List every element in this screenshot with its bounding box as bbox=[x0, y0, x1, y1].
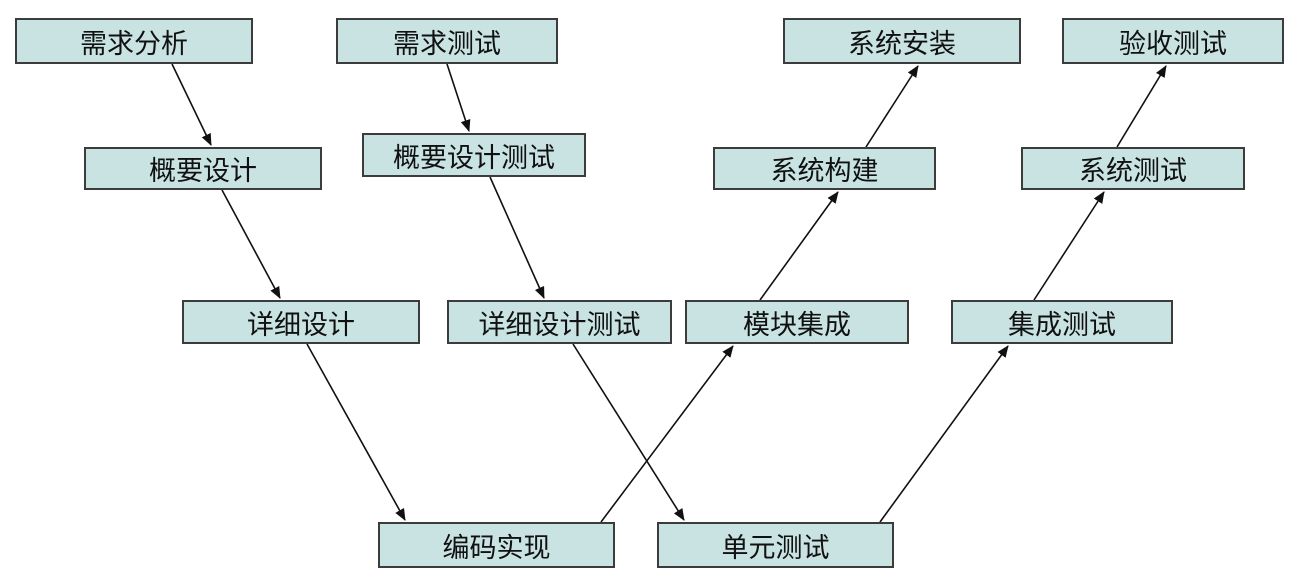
arrow-overview-test-to-detail-test bbox=[489, 176, 545, 299]
node-system-test: 系统测试 bbox=[1021, 147, 1245, 190]
node-overview-design: 概要设计 bbox=[84, 147, 322, 190]
node-integration-test: 集成测试 bbox=[951, 300, 1173, 344]
node-detailed-design: 详细设计 bbox=[182, 300, 420, 344]
arrow-sys-test-to-accept-test bbox=[1116, 65, 1167, 148]
node-requirements-analysis: 需求分析 bbox=[15, 18, 253, 64]
node-module-integration: 模块集成 bbox=[685, 300, 909, 344]
node-acceptance-test: 验收测试 bbox=[1062, 18, 1284, 64]
node-requirements-test: 需求测试 bbox=[336, 18, 558, 64]
arrow-detail-test-to-unit-test bbox=[572, 343, 685, 521]
node-unit-test: 单元测试 bbox=[657, 522, 894, 568]
arrow-req-analysis-to-overview bbox=[171, 63, 212, 146]
arrow-module-int-to-sys-build bbox=[759, 191, 839, 301]
arrow-req-test-to-overview-test bbox=[446, 63, 471, 132]
arrow-overview-to-detail bbox=[221, 189, 281, 299]
arrow-coding-to-module-int bbox=[600, 345, 734, 523]
node-coding-implementation: 编码实现 bbox=[378, 522, 615, 568]
node-system-build: 系统构建 bbox=[713, 147, 936, 190]
node-overview-design-test: 概要设计测试 bbox=[362, 133, 586, 177]
arrow-detail-to-coding bbox=[306, 343, 406, 521]
arrow-unit-test-to-int-test bbox=[879, 345, 1009, 523]
node-system-installation: 系统安装 bbox=[783, 18, 1021, 64]
node-detailed-design-test: 详细设计测试 bbox=[447, 300, 672, 344]
arrow-int-test-to-sys-test bbox=[1033, 191, 1105, 301]
arrow-sys-build-to-sys-install bbox=[865, 65, 919, 148]
